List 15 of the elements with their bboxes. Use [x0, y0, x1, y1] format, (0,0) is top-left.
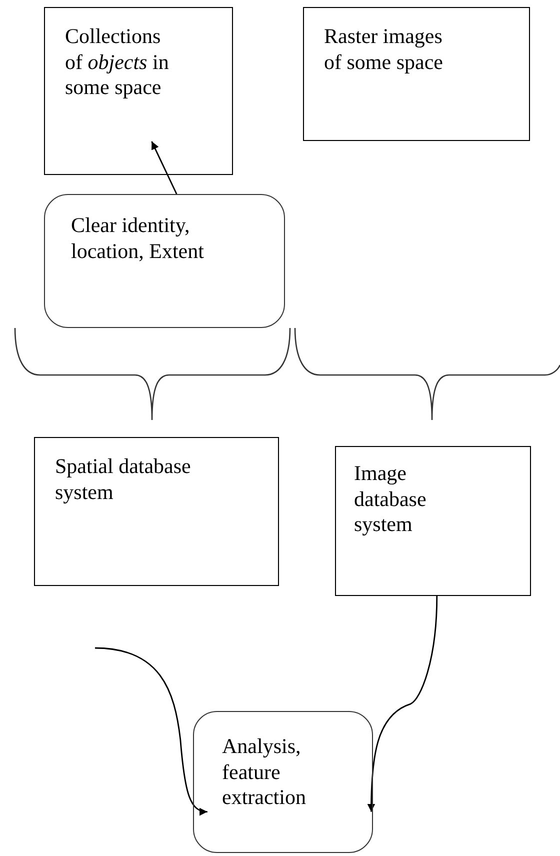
- text-box: [34, 437, 279, 586]
- rounded-box: [193, 711, 373, 853]
- arrow: [151, 141, 178, 194]
- box-label: Spatial database system: [55, 454, 192, 506]
- rounded-box: [44, 194, 285, 328]
- box-label: Collections of objects in some space: [65, 24, 170, 101]
- box-label: Image database system: [354, 461, 428, 538]
- arrow: [94, 647, 208, 816]
- box-label: Clear identity, location, Extent: [71, 213, 205, 264]
- box-label: Analysis, feature extraction: [222, 734, 307, 811]
- arrow: [367, 596, 438, 812]
- text-box: [335, 446, 531, 596]
- text-box: [44, 7, 233, 175]
- text-box: [303, 7, 530, 141]
- box-label: Raster images of some space: [324, 24, 444, 76]
